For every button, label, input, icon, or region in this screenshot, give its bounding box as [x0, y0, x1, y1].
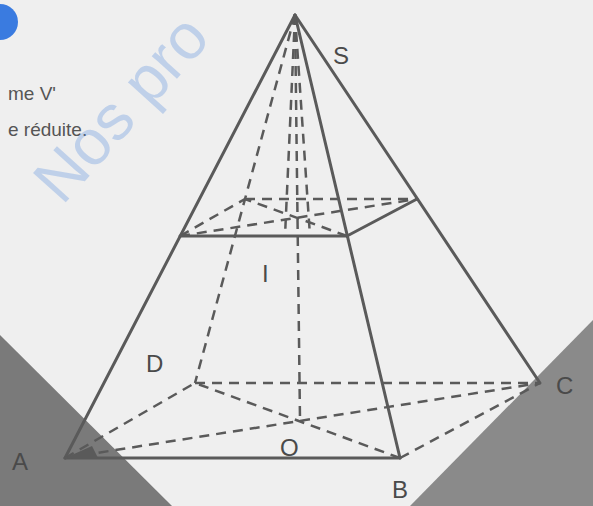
point-label: A: [12, 450, 28, 474]
point-label: O: [280, 436, 299, 460]
point-label: D: [146, 352, 163, 376]
point-label: I: [262, 262, 269, 286]
vertex-mark: [65, 446, 98, 458]
blue-mark: [0, 4, 18, 40]
shadow: [410, 320, 593, 506]
point-label: S: [333, 44, 349, 68]
cut-text: me V': [8, 84, 56, 103]
point-label: B: [392, 478, 408, 502]
point-label: C: [556, 374, 573, 398]
